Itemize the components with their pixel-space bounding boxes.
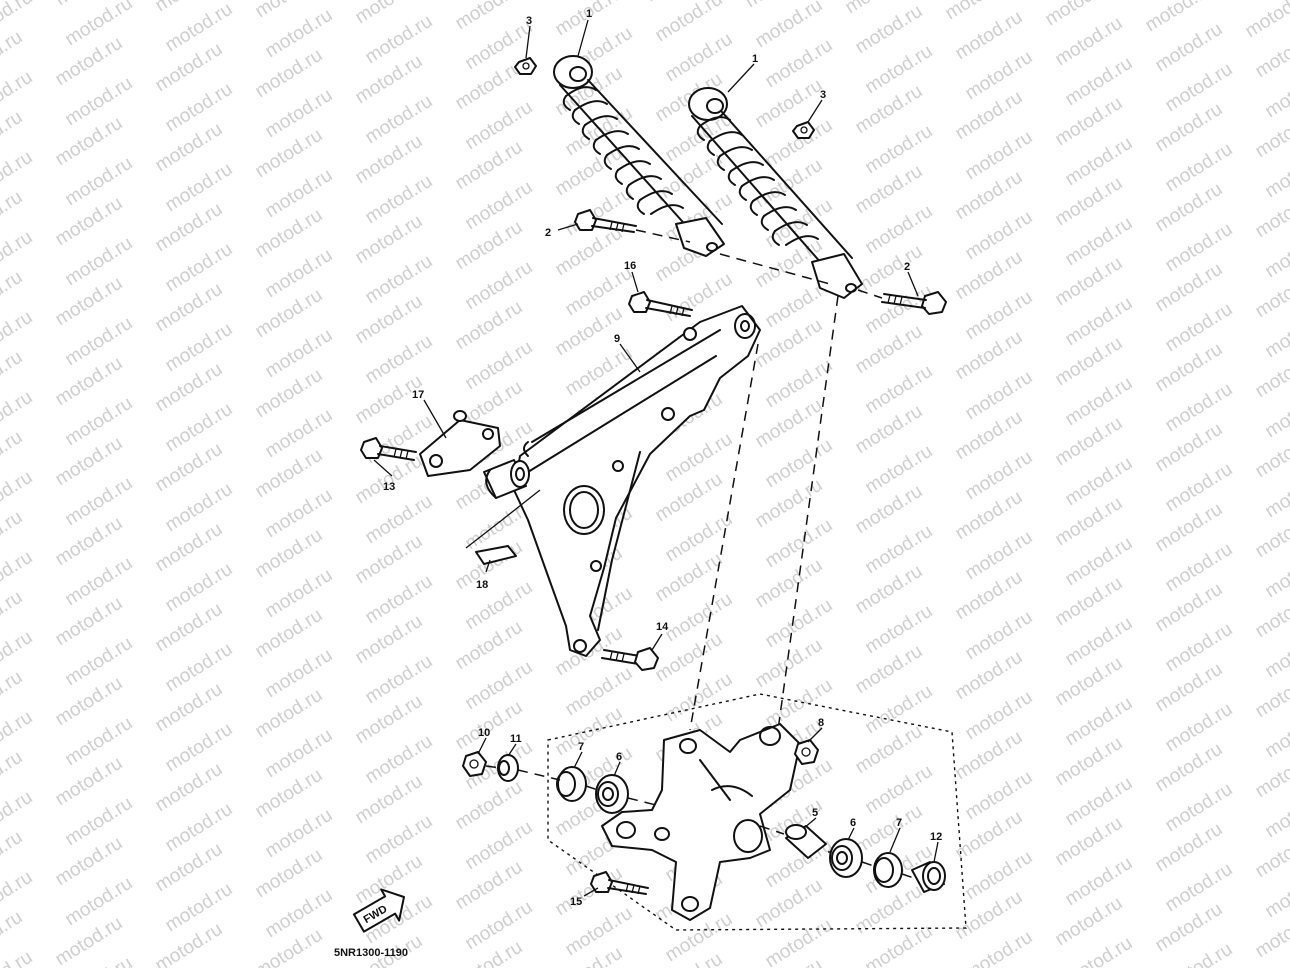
callout-6a: 6 xyxy=(616,751,622,763)
bolt-13 xyxy=(360,437,417,461)
bolt-15 xyxy=(590,871,649,895)
nut-8 xyxy=(794,739,819,765)
oil-seal-7-left xyxy=(556,766,587,802)
bearing-6-right xyxy=(829,838,863,878)
label-plate-18 xyxy=(465,489,541,565)
callout-18: 18 xyxy=(476,579,488,591)
callout-7b: 7 xyxy=(896,817,902,829)
collar-12 xyxy=(911,861,946,893)
bracket-17 xyxy=(419,410,501,477)
leader-lines xyxy=(373,19,939,897)
callout-10: 10 xyxy=(478,727,490,739)
callout-8: 8 xyxy=(818,717,824,729)
callout-13: 13 xyxy=(383,481,395,493)
callout-6b: 6 xyxy=(850,817,856,829)
bolt-2-right xyxy=(857,289,947,315)
assembly-frame xyxy=(547,693,967,931)
watermark-text: motod.ru xyxy=(0,947,36,968)
callout-12: 12 xyxy=(930,831,942,843)
bolt-2-left xyxy=(574,209,831,285)
shock-absorber-right xyxy=(688,87,863,299)
callout-1a: 1 xyxy=(586,8,592,20)
bolt-14 xyxy=(601,647,659,671)
swing-arm-9 xyxy=(513,305,761,657)
spacer-5 xyxy=(785,824,827,859)
bearing-6-left xyxy=(595,774,629,814)
watermark-text: motod.ru xyxy=(1242,0,1290,42)
hub-knuckle xyxy=(601,723,801,921)
axis-line-left xyxy=(485,765,661,807)
bolt-16 xyxy=(628,291,693,317)
nut-10 xyxy=(462,751,487,777)
callout-2b: 2 xyxy=(904,261,910,273)
callout-7a: 7 xyxy=(578,741,584,753)
guide-line-arm xyxy=(689,343,759,731)
drawing-code: 5NR1300-1190 xyxy=(334,947,408,959)
collar xyxy=(483,459,530,499)
callout-5: 5 xyxy=(812,807,818,819)
washer-11 xyxy=(497,754,519,782)
nut-3-left xyxy=(514,57,537,75)
callout-11: 11 xyxy=(510,733,522,745)
nut-3-right xyxy=(792,121,815,139)
oil-seal-7-right xyxy=(873,852,903,888)
callout-2a: 2 xyxy=(545,227,551,239)
callout-17: 17 xyxy=(412,389,424,401)
callout-3a: 3 xyxy=(526,15,532,27)
callout-3b: 3 xyxy=(820,89,826,101)
axis-line-right xyxy=(759,825,915,879)
guide-line-shock xyxy=(777,295,839,731)
shock-absorber-left xyxy=(553,55,725,257)
callout-1b: 1 xyxy=(752,53,758,65)
callout-16: 16 xyxy=(624,260,636,272)
callout-15: 15 xyxy=(570,896,582,908)
callout-9: 9 xyxy=(614,333,620,345)
callout-14: 14 xyxy=(656,621,669,633)
callout-labels: 1 1 2 2 3 3 5 6 6 7 7 8 9 10 11 12 13 14… xyxy=(383,8,942,908)
